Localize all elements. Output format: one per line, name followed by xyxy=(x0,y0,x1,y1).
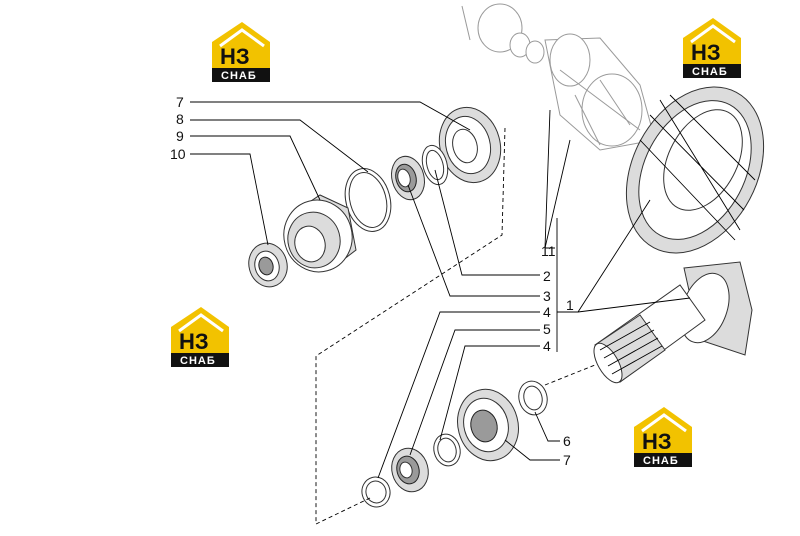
seal-part-10 xyxy=(248,242,288,288)
shim-part-6 xyxy=(518,380,548,416)
callout-7-upper: 7 xyxy=(176,94,184,110)
bearing-cone-part-3 xyxy=(391,155,425,201)
callout-1: 1 xyxy=(566,297,574,313)
callout-5: 5 xyxy=(543,321,551,337)
logo-mark-top-text: НЗ xyxy=(691,40,721,65)
callout-9: 9 xyxy=(176,128,184,144)
logo-mark-bottom-text: СНАБ xyxy=(692,66,728,78)
logo-mark-top-text: НЗ xyxy=(220,44,250,69)
callout-4-upper: 4 xyxy=(543,304,551,320)
logo-mark-bottom-text: СНАБ xyxy=(643,455,679,467)
callout-2: 2 xyxy=(543,268,551,284)
logo-watermark-top-left: НЗ СНАБ xyxy=(212,22,270,82)
crown-gear xyxy=(625,86,765,254)
leader-lines xyxy=(190,101,691,479)
callout-7-lower: 7 xyxy=(563,452,571,468)
pinion-shaft xyxy=(593,261,753,384)
logo-mark-bottom-text: СНАБ xyxy=(221,70,257,82)
callout-4-lower: 4 xyxy=(543,338,551,354)
differential-housing-ghost xyxy=(461,3,656,151)
logo-watermark-middle-left: НЗ СНАБ xyxy=(171,307,229,367)
bearing-cup-part-7-lower xyxy=(457,388,519,462)
logo-watermark-top-right: НЗ СНАБ xyxy=(683,18,741,78)
callout-10: 10 xyxy=(170,146,186,162)
logo-mark-top-text: НЗ xyxy=(642,429,672,454)
callout-8: 8 xyxy=(176,111,184,127)
ring-part-5 xyxy=(433,433,461,467)
shim-ring-part-2 xyxy=(421,144,449,186)
o-ring-part-8 xyxy=(344,168,392,232)
bearing-cone-part-4 xyxy=(391,447,429,493)
assembly-axis-lines xyxy=(315,127,596,525)
callout-3: 3 xyxy=(543,288,551,304)
logo-mark-top-text: НЗ xyxy=(179,329,209,354)
logo-mark-bottom-text: СНАБ xyxy=(180,355,216,367)
logo-watermark-bottom-right: НЗ СНАБ xyxy=(634,407,692,467)
callout-6: 6 xyxy=(563,433,571,449)
washer-part-4 xyxy=(361,476,391,508)
hub-part-9 xyxy=(283,194,357,273)
callout-11: 11 xyxy=(541,243,556,259)
